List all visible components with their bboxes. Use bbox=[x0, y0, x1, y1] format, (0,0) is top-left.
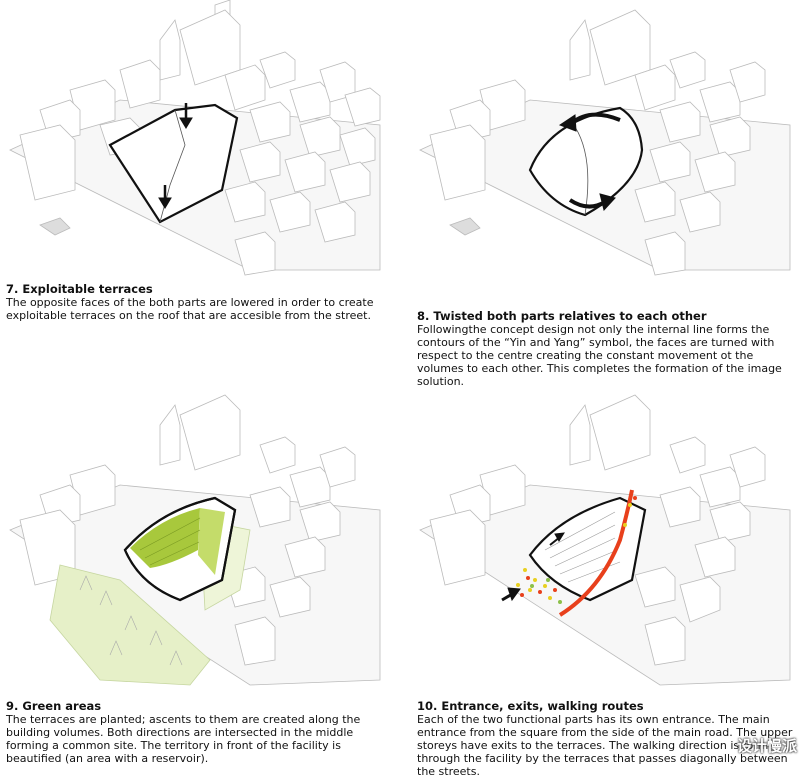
diagram-7-illustration bbox=[9, 0, 381, 276]
diagram-panel-7 bbox=[0, 0, 400, 280]
caption-9: 9. Green areas The terraces are planted;… bbox=[6, 699, 391, 766]
caption-10-title: 10. Entrance, exits, walking routes bbox=[417, 699, 644, 713]
caption-10-text: Each of the two functional parts has its… bbox=[417, 713, 793, 778]
caption-9-text: The terraces are planted; ascents to the… bbox=[6, 713, 361, 765]
diagram-8-illustration bbox=[419, 9, 791, 276]
diagram-panel-9 bbox=[0, 390, 400, 690]
caption-8-title: 8. Twisted both parts relatives to each … bbox=[417, 309, 707, 323]
diagram-panel-10 bbox=[410, 390, 810, 690]
caption-8: 8. Twisted both parts relatives to each … bbox=[417, 309, 802, 389]
watermark-logo: 设计慢派 bbox=[736, 737, 797, 755]
diagram-panel-8 bbox=[410, 0, 810, 280]
caption-8-text: Followingthe concept design not only the… bbox=[417, 323, 782, 388]
caption-7: 7. Exploitable terraces The opposite fac… bbox=[6, 282, 386, 323]
caption-7-title: 7. Exploitable terraces bbox=[6, 282, 153, 296]
diagram-10-illustration bbox=[419, 394, 791, 686]
diagram-9-illustration bbox=[9, 394, 381, 686]
caption-7-text: The opposite faces of the both parts are… bbox=[6, 296, 374, 322]
caption-10: 10. Entrance, exits, walking routes Each… bbox=[417, 700, 802, 778]
caption-9-title: 9. Green areas bbox=[6, 699, 102, 713]
